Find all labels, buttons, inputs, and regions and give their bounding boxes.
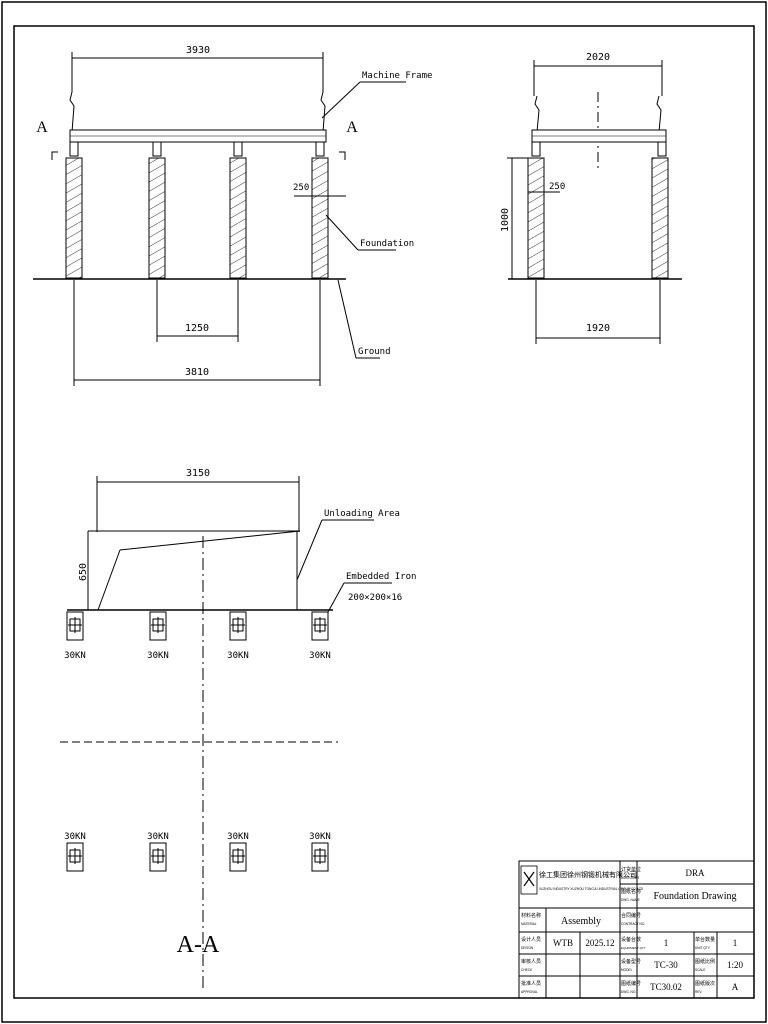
- checker-label-en: CHECK: [521, 968, 533, 972]
- side-dim-top: 3930: [186, 45, 210, 56]
- load-label: 30KN: [309, 832, 331, 842]
- dwg-no-label: 图纸编号: [621, 980, 641, 987]
- designer-label-en: DESIGN: [521, 946, 534, 950]
- section-title: A-A: [177, 932, 220, 958]
- version-label: 图纸版次: [695, 980, 715, 987]
- section-dim-top: 3150: [186, 468, 210, 479]
- unit-qty-value: 1: [733, 938, 738, 948]
- unit-qty-label: 单台数量: [695, 936, 715, 943]
- embedded-iron-size: 200×200×16: [348, 593, 402, 603]
- load-label: 30KN: [147, 832, 169, 842]
- side-dim-spacing: 1250: [185, 323, 209, 334]
- embedded-iron-label: Embedded Iron: [346, 572, 416, 582]
- title-block: [518, 860, 755, 999]
- side-dim-overall: 3810: [185, 367, 209, 378]
- end-dim-height: 1000: [500, 208, 511, 232]
- unit-qty-label-en: UNIT QTY: [695, 946, 711, 950]
- approver-label-en: APPROVAL: [521, 990, 538, 994]
- model-value: TC-30: [654, 960, 678, 970]
- side-view: [33, 52, 406, 386]
- dwg-no-label-en: DWG. NO.: [621, 990, 636, 994]
- load-label: 30KN: [147, 651, 169, 661]
- company-name-cn: 徐工集团徐州钢锻机械有限公司: [539, 870, 637, 879]
- section-view-text: 3150 Unloading Area 650 Embedded Iron 20…: [64, 468, 416, 958]
- material-label: 材料名称: [521, 912, 541, 919]
- equip-qty-label: 设备台数: [621, 936, 641, 943]
- equip-qty-label-en: EQUIPMENT QTY: [621, 946, 646, 950]
- load-label: 30KN: [64, 832, 86, 842]
- material-value: Assembly: [561, 916, 601, 927]
- load-label: 30KN: [227, 832, 249, 842]
- equip-qty-value: 1: [664, 938, 669, 948]
- designer-label: 设计人员: [521, 936, 541, 943]
- dwg-name-label: 图纸名称: [621, 888, 641, 895]
- dwg-name-label-en: DWG. NAME: [621, 898, 640, 902]
- scale-label: 图纸比例: [695, 958, 715, 965]
- model-label: 设备型号: [621, 958, 641, 965]
- foundation-label: Foundation: [360, 239, 414, 249]
- section-view: [60, 476, 392, 990]
- unloading-area-label: Unloading Area: [324, 509, 400, 519]
- load-label: 30KN: [309, 651, 331, 661]
- version-label-en: REV.: [695, 990, 702, 994]
- inner-border: [13, 25, 755, 999]
- embedded-iron-row1: [66, 611, 329, 641]
- dwg-no-value: TC30.02: [650, 982, 682, 992]
- end-dim-top: 2020: [586, 52, 610, 63]
- ground-label: Ground: [358, 347, 391, 357]
- contract-label-en: CONTRACT NO.: [621, 922, 645, 926]
- side-view-text: 3930 A A Machine Frame 250 Foundation Gr…: [36, 45, 432, 378]
- end-view-text: 2020 250 1000 1920: [500, 52, 610, 334]
- dwg-name-value: Foundation Drawing: [653, 891, 736, 902]
- scale-label-en: SCALE: [695, 968, 705, 972]
- end-view: [507, 60, 682, 344]
- contract-label: 合同编号: [621, 912, 641, 919]
- checker-label: 审核人员: [521, 958, 541, 965]
- section-dim-height: 650: [78, 563, 89, 581]
- designer-value: WTB: [553, 938, 573, 948]
- approver-label: 批准人员: [521, 980, 541, 987]
- company-name-en: XUZHOU INDUSTRY XUZHOU TONGJU INDUSTRIAL…: [539, 887, 644, 891]
- machine-frame-label: Machine Frame: [362, 71, 432, 81]
- date-value: 2025.12: [585, 938, 614, 948]
- side-dim-pier-width: 250: [293, 183, 309, 193]
- customer-value: DRA: [685, 868, 705, 878]
- scale-value: 1:20: [727, 960, 744, 970]
- model-label-en: MODEL: [621, 968, 633, 972]
- end-dim-pier-width: 250: [549, 182, 565, 192]
- version-value: A: [732, 982, 739, 992]
- section-mark-right: A: [346, 119, 358, 136]
- load-label: 30KN: [64, 651, 86, 661]
- embedded-iron-row2: [66, 842, 329, 872]
- load-label: 30KN: [227, 651, 249, 661]
- customer-label: 订货单位: [621, 866, 641, 873]
- end-dim-bottom: 1920: [586, 323, 610, 334]
- section-mark-left: A: [36, 119, 48, 136]
- material-label-en: MATERIAL: [521, 922, 537, 926]
- title-block-text: 徐工集团徐州钢锻机械有限公司 XUZHOU INDUSTRY XUZHOU TO…: [521, 866, 743, 994]
- customer-label-en: CUSTOMER: [621, 876, 640, 880]
